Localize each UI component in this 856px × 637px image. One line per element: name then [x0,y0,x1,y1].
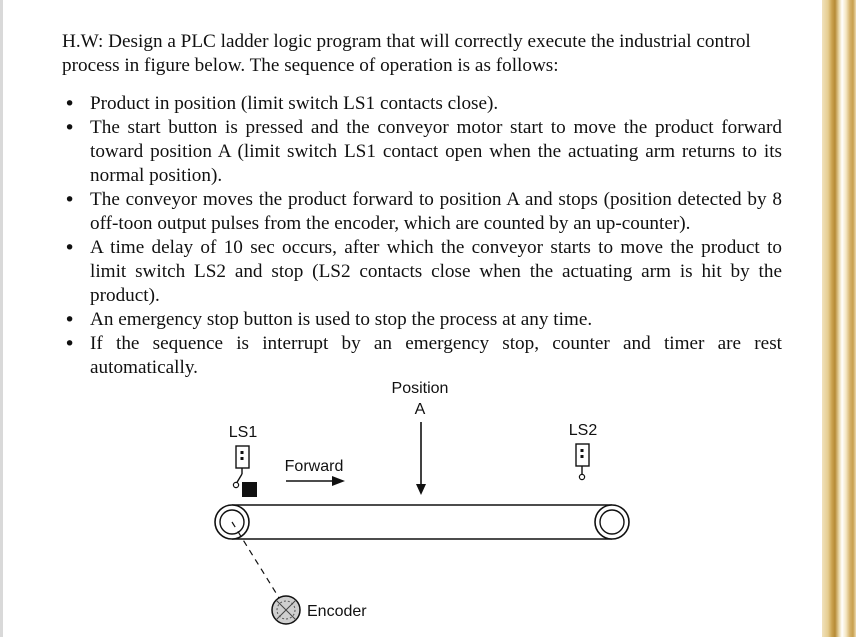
list-item: •A time delay of 10 sec occurs, after wh… [64,237,782,306]
list-item: •The conveyor moves the product forward … [64,189,782,234]
list-item: •Product in position (limit switch LS1 c… [64,93,499,115]
encoder-link [231,521,282,602]
list-item: •If the sequence is interrupt by an emer… [64,333,782,378]
bullet-icon: • [64,309,76,331]
bullet-icon: • [64,237,76,259]
forward-arrow [286,476,345,486]
conveyor-belt [214,504,630,540]
position-a-arrow [416,422,426,495]
position-a-label: A [415,401,426,418]
left-border [0,0,3,637]
encoder-icon [271,595,301,625]
bullet-icon: • [64,189,76,211]
list-item: •An emergency stop button is used to sto… [64,309,593,331]
intro-paragraph: H.W: Design a PLC ladder logic program t… [62,31,751,76]
list-item: •The start button is pressed and the con… [64,117,782,186]
bullet-icon: • [64,93,76,115]
ls1-switch-icon [232,445,250,489]
ls1-label: LS1 [229,424,258,441]
bullet-icon: • [64,117,76,139]
encoder-label: Encoder [307,603,367,620]
homework-text: H.W: Design a PLC ladder logic program t… [62,30,782,380]
ls2-label: LS2 [569,422,598,439]
position-label: Position [392,380,449,397]
decorative-frame-border [822,0,856,637]
forward-label: Forward [285,458,344,475]
bullet-icon: • [64,333,76,355]
sequence-list: •Product in position (limit switch LS1 c… [62,92,782,380]
ls2-switch-icon [575,443,590,481]
product-block [242,482,257,497]
